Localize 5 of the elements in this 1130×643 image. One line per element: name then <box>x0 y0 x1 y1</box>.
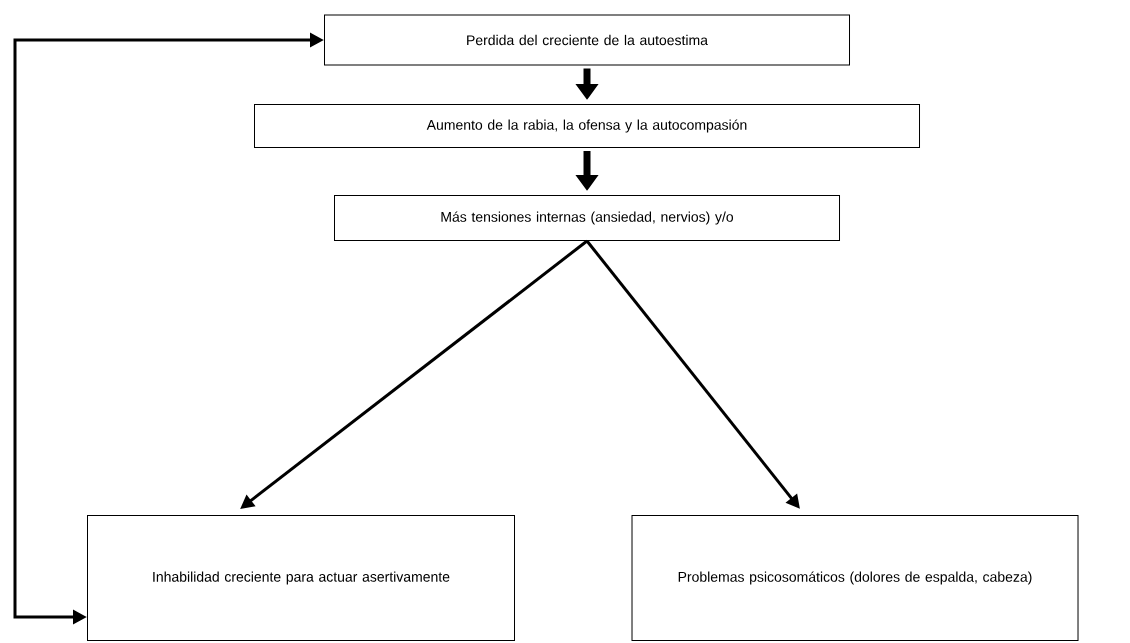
process-box: Aumento de la rabia, la ofensa y la autocompasión <box>254 104 920 148</box>
process-box: Más tensiones internas (ansiedad, nervios) y/o <box>334 195 840 241</box>
process-box: Problemas psicosomáticos (dolores de espalda, cabeza) <box>631 515 1079 641</box>
process-box: Inhabilidad creciente para actuar asertivamente <box>87 515 515 641</box>
process-box: Perdida del creciente de la autoestima <box>324 14 850 66</box>
